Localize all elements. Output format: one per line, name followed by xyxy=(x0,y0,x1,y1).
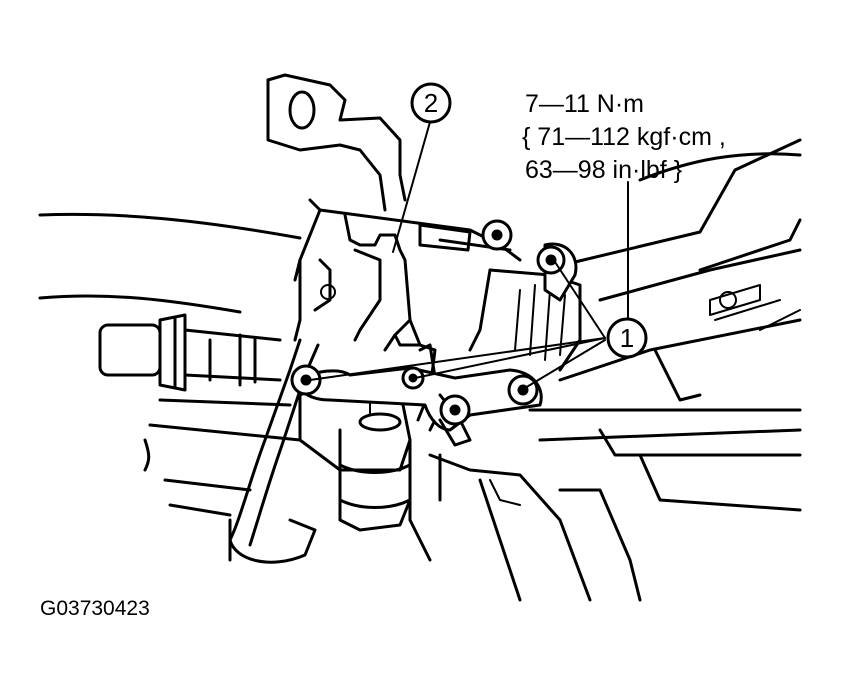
callout-2-number: 2 xyxy=(424,88,438,118)
return-pipe xyxy=(228,338,320,564)
callout-2: 2 xyxy=(410,82,452,124)
torque-spec-line-1: 7—11 N·m xyxy=(525,90,644,118)
frame-crossmember xyxy=(38,138,802,512)
bolt-top-left xyxy=(481,219,513,251)
bolt-lower-right xyxy=(507,374,539,406)
rack-tube-left xyxy=(98,313,302,562)
bolt-lower-mid xyxy=(401,366,425,390)
figure-id: G03730423 xyxy=(40,597,150,620)
callout-1: 1 xyxy=(606,317,648,359)
torque-spec-line-3: 63—98 in·lbf } xyxy=(525,156,682,184)
torque-spec: 7—11 N·m { 71—112 kgf·cm , 63—98 in·lbf … xyxy=(522,90,726,184)
callout-1-number: 1 xyxy=(620,323,634,353)
bolt-lower-center xyxy=(439,394,471,426)
leader-lines xyxy=(309,121,629,389)
steering-gear-housing xyxy=(293,198,582,422)
torque-spec-line-2: { 71—112 kgf·cm , xyxy=(522,123,726,151)
mounting-bracket xyxy=(266,73,407,212)
lower-subframe xyxy=(408,438,642,602)
